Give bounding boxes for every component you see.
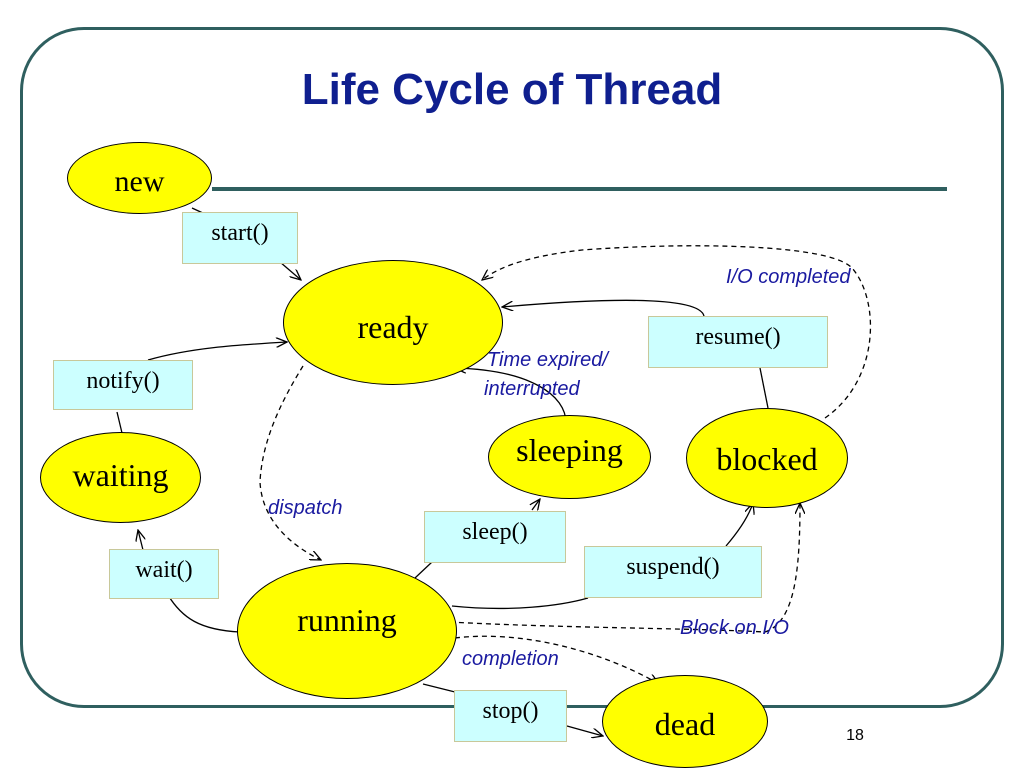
state-blocked: blocked — [686, 408, 848, 508]
title-underline — [212, 187, 947, 191]
method-start: start() — [182, 212, 298, 264]
edge-blocked-resume — [759, 367, 769, 409]
state-ready: ready — [283, 260, 503, 385]
page-number: 18 — [846, 727, 864, 744]
method-suspend: suspend() — [584, 546, 762, 598]
slide-title: Life Cycle of Thread — [301, 65, 723, 114]
edge-notify-ready — [147, 342, 287, 361]
state-new: new — [67, 142, 212, 214]
method-notify: notify() — [53, 360, 193, 410]
note-io-completed: I/O completed — [726, 266, 851, 288]
edge-running-suspend — [451, 597, 589, 610]
edge-stop-dead — [566, 725, 603, 736]
note-time-expired: Time expired/ — [487, 349, 608, 371]
state-dead: dead — [602, 675, 768, 768]
method-resume: resume() — [648, 316, 828, 368]
edge-waiting-notify — [116, 411, 123, 434]
edge-running-sleep — [414, 561, 433, 579]
edge-wait-waiting — [138, 530, 143, 551]
edge-suspend-blocked — [725, 503, 753, 547]
edge-running-blocked-io — [449, 503, 800, 633]
edge-sleeping-ready — [455, 368, 567, 424]
edge-start-ready — [279, 261, 301, 280]
state-sleeping: sleeping — [488, 415, 651, 499]
method-sleep: sleep() — [424, 511, 566, 563]
edge-resume-ready — [502, 299, 705, 317]
edge-blocked-ready-io — [482, 245, 872, 419]
note-block-on-io: Block on I/O — [680, 617, 789, 639]
note-interrupted: interrupted — [484, 378, 580, 400]
state-running: running — [237, 563, 457, 699]
method-wait: wait() — [109, 549, 219, 599]
method-stop: stop() — [454, 690, 567, 742]
edge-sleep-sleeping — [532, 499, 540, 510]
edge-running-stop — [422, 683, 456, 693]
note-dispatch: dispatch — [268, 497, 343, 519]
edge-running-wait — [167, 594, 241, 633]
state-waiting: waiting — [40, 432, 201, 523]
note-completion: completion — [462, 648, 559, 670]
edge-ready-running-dispatch — [259, 365, 321, 560]
